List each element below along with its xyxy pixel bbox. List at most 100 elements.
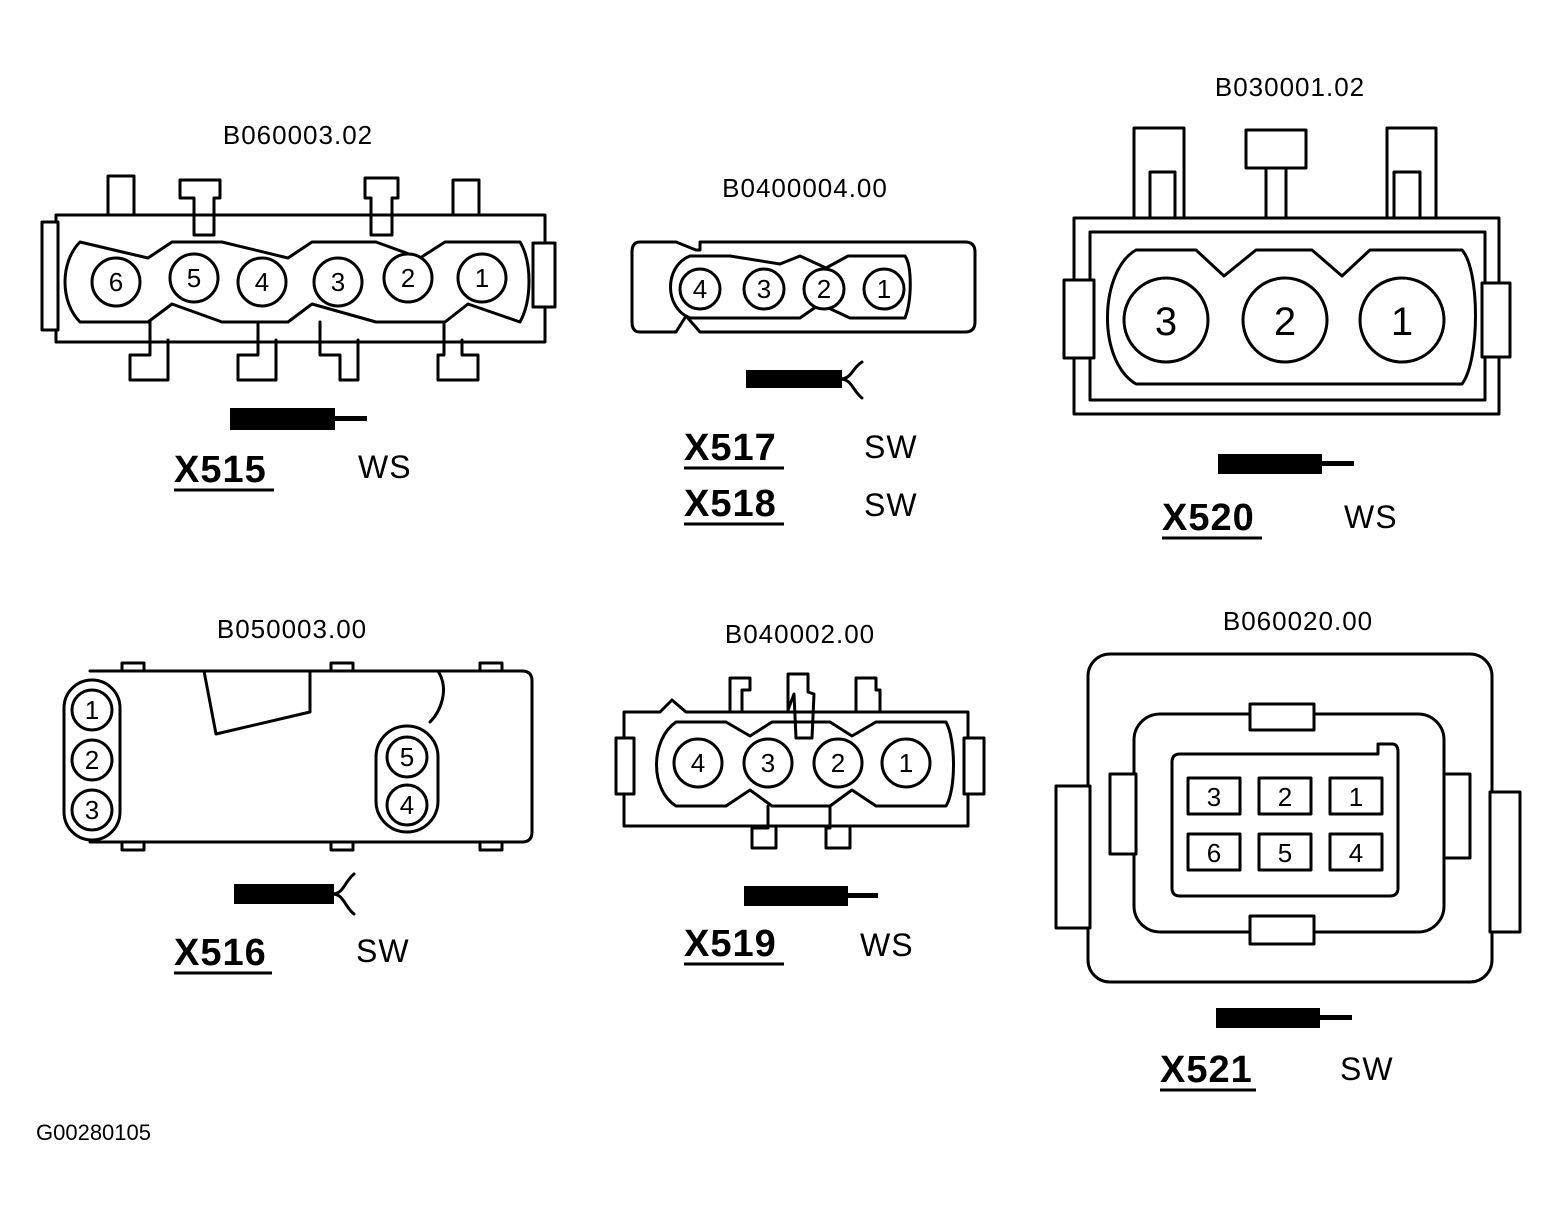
wire-color-x520: WS — [1344, 499, 1398, 535]
pin-label: 3 — [331, 267, 345, 297]
pin-1 — [70, 688, 114, 732]
pin-label: 5 — [187, 263, 201, 293]
pin-label: 6 — [109, 267, 123, 297]
latch — [363, 176, 400, 237]
socket-probe-fork — [330, 872, 356, 916]
pin-label: 2 — [1274, 300, 1296, 344]
pin-5 — [1257, 832, 1313, 872]
pin-label: 6 — [1207, 838, 1221, 868]
pin-5 — [168, 252, 220, 304]
pin-label: 2 — [85, 745, 99, 775]
side-latch — [1442, 772, 1472, 860]
latch — [1248, 914, 1316, 946]
part-number-x520: B030001.02 — [1215, 72, 1365, 102]
pin-probe-tip — [1320, 1015, 1352, 1020]
pin-6 — [1186, 832, 1242, 872]
pin-2 — [70, 738, 114, 782]
pin-probe-tip — [335, 416, 367, 421]
connector-x520: B030001.02 3 2 1 X520 WS — [1062, 72, 1512, 540]
terminal-tab — [824, 804, 852, 850]
pin-3 — [70, 788, 114, 832]
keyway — [202, 669, 312, 736]
pin-cavity — [1106, 248, 1477, 386]
part-number-x519: B040002.00 — [725, 619, 875, 649]
pin-4 — [236, 256, 288, 308]
pin-2 — [802, 267, 846, 311]
pin-label: 2 — [1278, 782, 1292, 812]
connector-x515: B060003.02 6 5 4 3 2 1 X515 WS — [40, 120, 557, 492]
pin-3 — [312, 256, 364, 308]
connector-housing — [88, 669, 534, 844]
pin-label: 3 — [757, 274, 771, 304]
connector-id-x520: X520 — [1162, 497, 1255, 539]
connector-housing — [630, 240, 977, 334]
part-number-x515: B060003.02 — [223, 120, 373, 150]
pin-label: 4 — [1349, 838, 1363, 868]
pin-4 — [1328, 832, 1384, 872]
terminal-tab — [750, 804, 778, 850]
pin-label: 4 — [691, 748, 705, 778]
side-latch — [962, 736, 986, 796]
socket-probe-fork — [838, 360, 864, 400]
pin-3 — [1186, 776, 1242, 816]
reference-code: G00280105 — [36, 1120, 151, 1145]
latch — [178, 178, 222, 237]
side-latch — [1488, 790, 1522, 934]
latch — [728, 676, 752, 714]
latch — [1244, 128, 1308, 220]
latch — [1248, 702, 1316, 732]
pin-2 — [1257, 776, 1313, 816]
terminal-tab — [318, 320, 360, 382]
pin-label: 1 — [1349, 782, 1363, 812]
pin-4 — [678, 267, 722, 311]
pin-label: 5 — [1278, 838, 1292, 868]
pin-label: 1 — [899, 748, 913, 778]
terminal-tab — [128, 320, 170, 382]
side-latch — [1480, 281, 1512, 359]
side-latch — [1108, 772, 1138, 856]
pin-probe-tip — [848, 893, 878, 898]
pin-1 — [880, 737, 932, 789]
latch — [451, 178, 481, 217]
pin-label: 3 — [1155, 300, 1177, 344]
pin-label: 4 — [400, 790, 414, 820]
pin-probe-tip — [1322, 461, 1354, 466]
latch — [106, 174, 136, 217]
latch — [1385, 126, 1438, 220]
connector-id-x516: X516 — [174, 932, 267, 974]
pin-label: 4 — [255, 267, 269, 297]
wire-color-x516: SW — [356, 933, 410, 969]
pin-1 — [862, 267, 906, 311]
wire-color-x515: WS — [358, 449, 412, 485]
pin-2 — [812, 737, 864, 789]
side-latch — [531, 241, 557, 309]
side-latch — [1054, 784, 1092, 930]
latch — [786, 672, 816, 740]
socket-probe-icon — [234, 884, 334, 904]
latch — [854, 676, 882, 714]
socket-probe-icon — [746, 370, 842, 388]
pin-label: 2 — [831, 748, 845, 778]
pin-1 — [456, 252, 508, 304]
pin-5 — [385, 735, 429, 779]
wire-color-x519: WS — [860, 927, 914, 963]
pin-3 — [742, 737, 794, 789]
connector-id-x519: X519 — [684, 923, 777, 965]
part-number-x517: B0400004.00 — [722, 173, 888, 203]
pin-label: 1 — [1391, 300, 1413, 344]
pin-label: 4 — [693, 274, 707, 304]
pin-label: 1 — [85, 695, 99, 725]
pin-4 — [385, 783, 429, 827]
pin-cavity — [655, 720, 955, 808]
connector-id-x515: X515 — [174, 449, 267, 491]
connector-housing — [622, 698, 970, 828]
side-latch — [1062, 278, 1096, 360]
pin-label: 1 — [877, 274, 891, 304]
pin-label: 5 — [400, 742, 414, 772]
connector-x516: B050003.00 1 2 3 5 4 X516 SW — [62, 614, 534, 975]
pin-4 — [672, 737, 724, 789]
pin-label: 2 — [817, 274, 831, 304]
pin-2 — [1241, 276, 1329, 364]
connector-x521: B060020.00 3 2 1 6 5 4 X521 SW — [1054, 606, 1522, 1092]
pin-3 — [742, 267, 786, 311]
